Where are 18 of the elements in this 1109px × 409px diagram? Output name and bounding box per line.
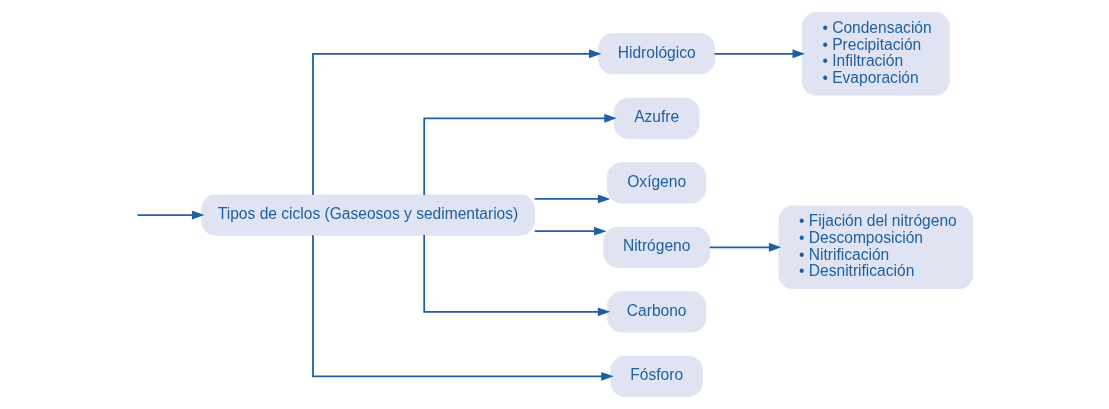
arrow: [708, 242, 782, 252]
arrow: [423, 113, 617, 196]
node-box: • Fijación del nitrógeno • Descomposición • Nitrificación • Desnitrificación: [778, 205, 974, 290]
arrow: [713, 49, 805, 59]
node-box: Tipos de ciclos (Gaseosos y sedimentarios): [201, 194, 535, 236]
node-box: Nitrógeno: [603, 226, 711, 268]
arrow: [312, 49, 602, 196]
node-box: Azufre: [613, 97, 700, 139]
arrow: [533, 226, 607, 236]
node-box: • Condensación • Precipitación • Infiltración • Evaporación: [801, 12, 950, 96]
arrow: [136, 210, 205, 220]
node-box: Carbono: [607, 291, 707, 333]
node-box: Oxígeno: [607, 162, 707, 204]
node-box: Hidrológico: [598, 33, 716, 75]
node-box: Fósforo: [610, 355, 703, 397]
arrow: [312, 234, 614, 381]
arrow: [533, 194, 611, 204]
arrow: [423, 234, 611, 317]
